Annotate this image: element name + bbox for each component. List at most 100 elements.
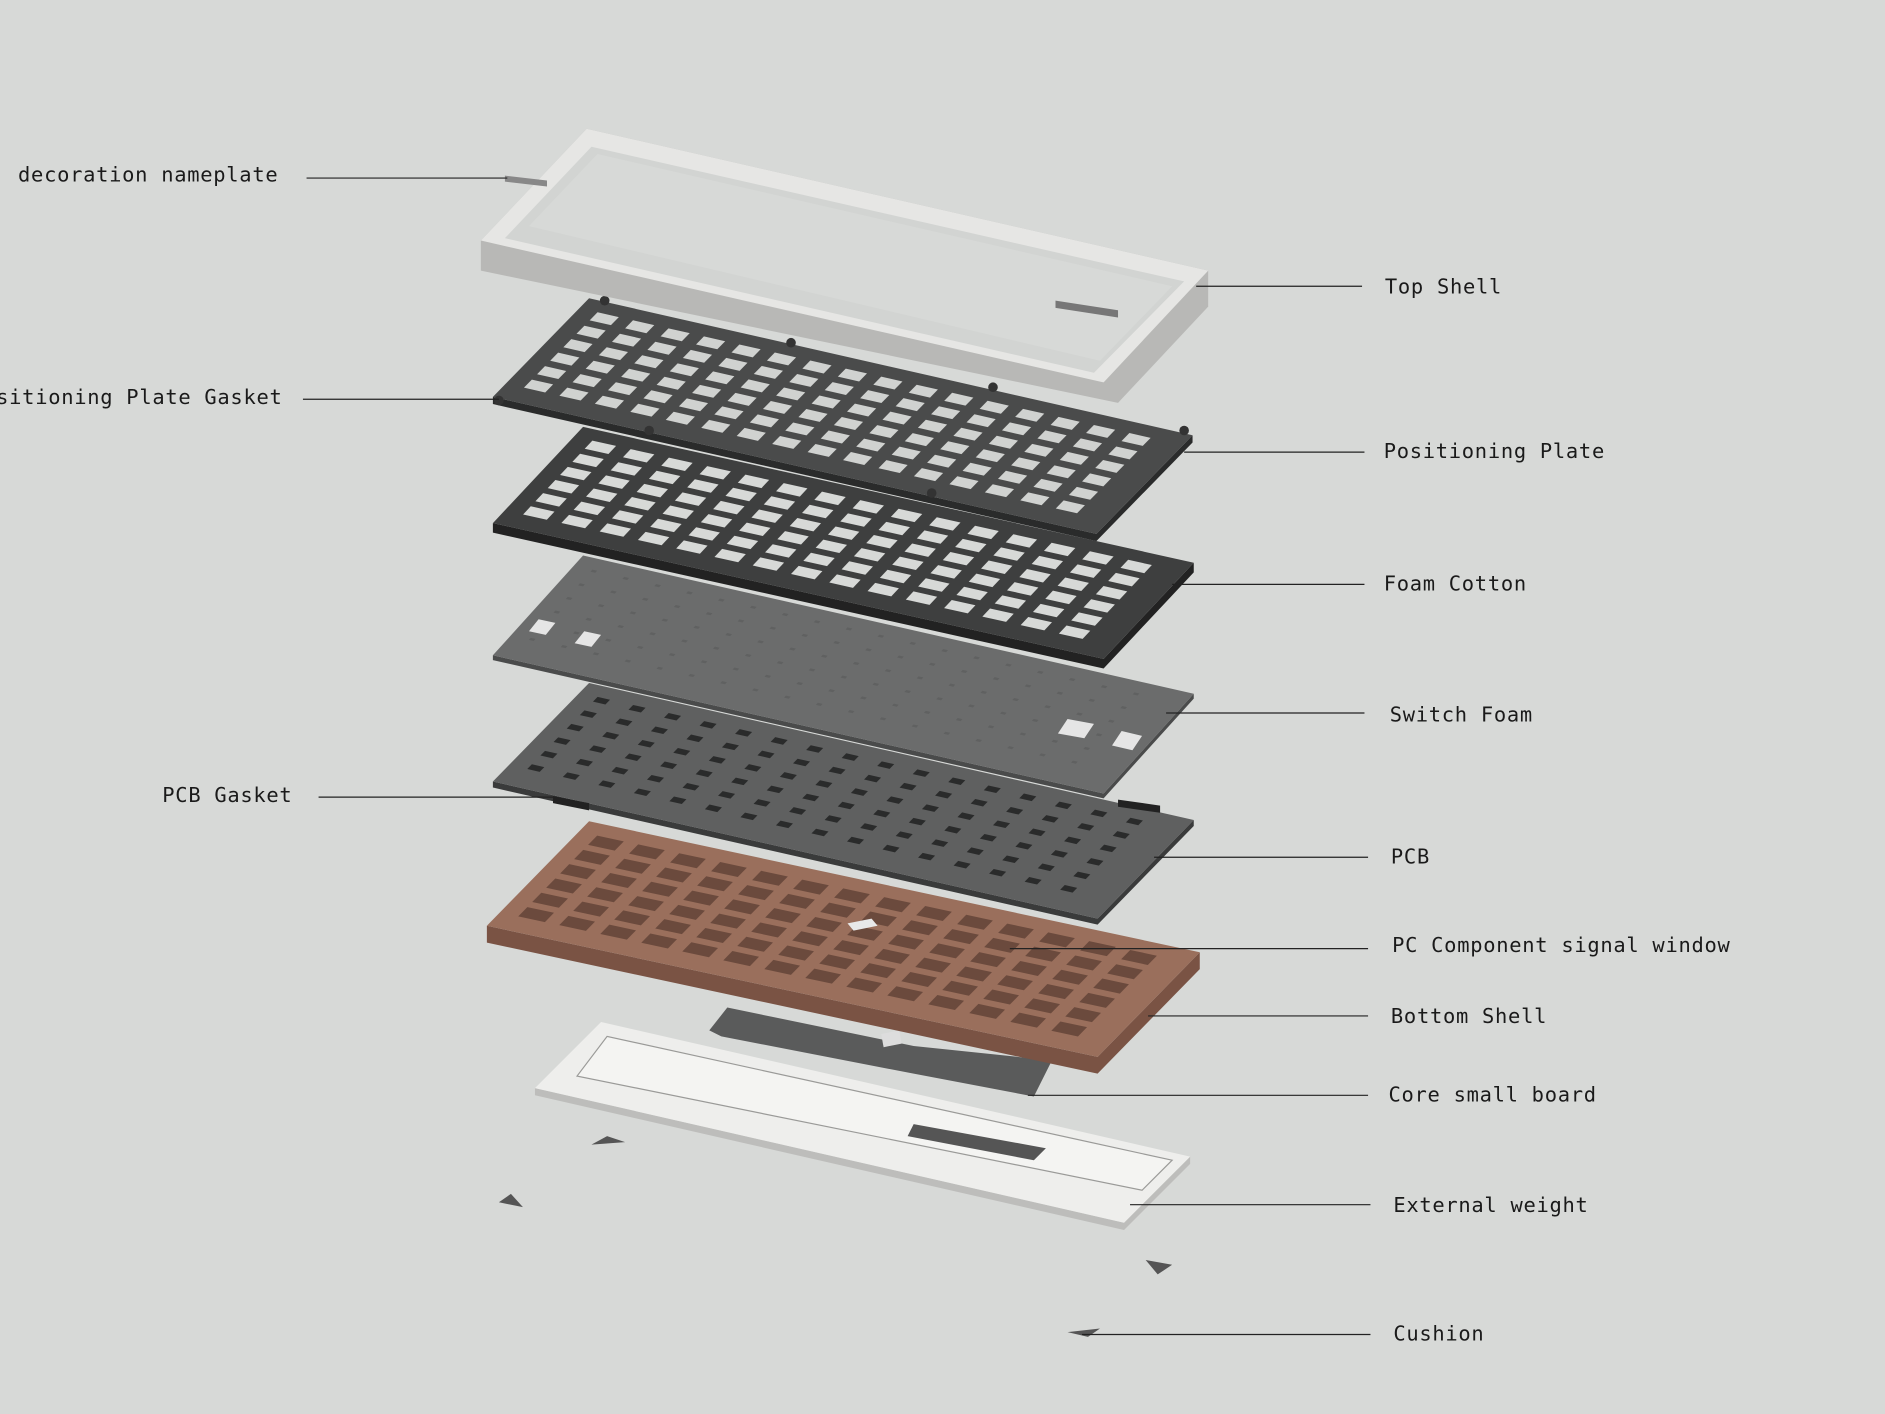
bottom-shell (486, 821, 1200, 1057)
switch-foam-dot (649, 632, 656, 636)
bottom-shell-cutout (970, 952, 1006, 968)
pcb-hole (886, 796, 904, 804)
positioning-plate-key-hole (824, 382, 854, 395)
positioning-plate-key-hole (594, 395, 625, 409)
pcb-hole (1024, 877, 1042, 885)
foam-cotton-key-hole (879, 569, 912, 584)
pcb-hole (1077, 823, 1095, 831)
switch-foam-dot (1005, 663, 1012, 667)
foam-cotton-key-hole (586, 488, 618, 502)
bottom-shell-cutout (656, 867, 692, 883)
switch-foam-dot (688, 673, 695, 678)
switch-foam-dot (718, 598, 725, 602)
bottom-shell-cutout (696, 927, 732, 943)
positioning-plate-key-hole (630, 403, 660, 417)
switch-foam-dot (617, 625, 624, 629)
bottom-shell-cutout (628, 896, 664, 912)
pcb-hole (957, 812, 975, 820)
foam-cotton-key-hole (636, 483, 668, 498)
foam-cotton-key-hole (598, 475, 630, 489)
switch-foam-cutout (1112, 731, 1143, 751)
switch-foam-dot (622, 576, 630, 581)
switch-foam-dot (781, 612, 789, 617)
pcb-gasket (1118, 799, 1161, 813)
positioning-plate-key-hole (1015, 408, 1045, 422)
switch-foam-dot (610, 590, 617, 594)
positioning-plate-key-hole (682, 349, 713, 363)
switch-foam-dot (693, 625, 701, 629)
pcb-hole (686, 734, 704, 743)
bottom-shell-cutout (1038, 984, 1074, 1000)
switch-foam-dot (737, 619, 745, 623)
foam-cotton-key-hole (815, 539, 848, 554)
bottom-shell-cutout (1010, 1012, 1047, 1028)
label-bottom-shell: Bottom Shell (1391, 1004, 1547, 1028)
foam-cotton-key-hole (1083, 599, 1115, 613)
pcb-hole (1073, 871, 1091, 880)
pcb-hole (718, 791, 736, 799)
switch-foam-dot (749, 605, 757, 609)
cushion-icon (1145, 1259, 1173, 1275)
switch-foam-cutout (528, 619, 556, 635)
bottom-shell-cutout (805, 968, 842, 984)
switch-foam-dot (1039, 753, 1046, 757)
label-positioning-plate-gasket: Positioning Plate Gasket (0, 385, 283, 409)
positioning-plate-key-hole (669, 363, 699, 377)
pcb-hole (704, 804, 722, 813)
pcb-hole (646, 774, 665, 783)
positioning-plate-key-hole (1086, 424, 1116, 438)
switch-foam-dot (1024, 684, 1032, 688)
label-foam-cotton: Foam Cotton (1384, 571, 1527, 595)
switch-foam-dot (705, 612, 713, 616)
switch-foam-dot (624, 659, 632, 663)
positioning-plate-key-hole (696, 336, 726, 350)
positioning-plate-key-hole (904, 433, 934, 447)
switch-foam-dot (764, 674, 772, 678)
foam-cotton-key-hole (777, 531, 809, 545)
bottom-shell-cutout (642, 881, 678, 897)
positioning-plate-key-hole (940, 441, 970, 455)
pcb-hole (669, 796, 687, 805)
pcb-hole (899, 782, 917, 791)
bottom-shell-cutout (1093, 978, 1129, 994)
switch-foam-dot (713, 646, 720, 650)
positioning-plate-key-hole (776, 387, 806, 401)
pcb-hole (721, 742, 739, 751)
foam-cotton-key-hole (725, 487, 757, 502)
switch-foam-dot (1071, 760, 1078, 764)
label-positioning-plate: Positioning Plate (1384, 439, 1605, 463)
positioning-plate-key-hole (1082, 473, 1112, 487)
bottom-shell-cutout (1107, 964, 1143, 980)
bottom-shell-cutout (710, 913, 746, 929)
positioning-plate-key-hole (979, 400, 1009, 414)
positioning-plate-key-hole (660, 328, 690, 342)
label-pcb: PCB (1391, 844, 1430, 868)
pcb-hole (841, 753, 859, 761)
switch-foam-dot (1108, 719, 1115, 723)
positioning-plate-key-hole (878, 460, 908, 474)
bottom-shell-cutout (1051, 1021, 1088, 1037)
switch-foam-dot (769, 626, 777, 630)
pcb-hole (983, 785, 1001, 794)
bottom-shell-cutout (969, 1003, 1006, 1019)
foam-cotton-key-hole (1108, 572, 1140, 587)
switch-foam-dot (1100, 685, 1108, 689)
positioning-plate-key-hole (678, 398, 709, 412)
bottom-shell-cutout (682, 942, 719, 958)
switch-foam-dot (700, 660, 708, 664)
switch-foam-dot (1068, 677, 1076, 682)
switch-foam-dot (573, 631, 580, 635)
pcb-hole (579, 710, 597, 718)
pcb-hole (792, 758, 811, 767)
bottom-shell-cutout (560, 864, 596, 880)
pcb-hole (989, 868, 1007, 877)
labels-right: Top Shell Positioning Plate Foam Cotton … (1009, 274, 1730, 1346)
foam-cotton-key-hole (624, 497, 656, 511)
positioning-plate-key-hole (736, 427, 766, 441)
bottom-shell-cutout (874, 948, 910, 964)
positioning-plate-key-hole (1072, 438, 1103, 452)
pcb-hole (1112, 831, 1130, 839)
switch-foam-dot (975, 738, 983, 743)
foam-cotton-key-hole (944, 599, 976, 614)
pcb-hole (757, 750, 775, 759)
